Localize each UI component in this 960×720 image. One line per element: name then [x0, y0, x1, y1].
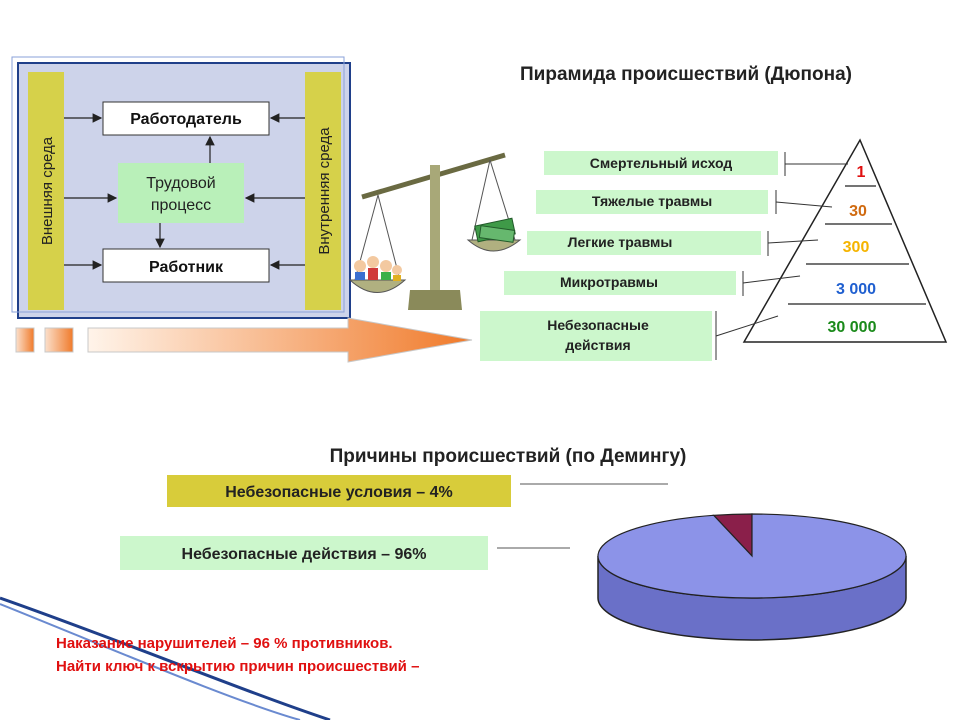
- work-process-box: [118, 163, 244, 223]
- people-group-icon: [354, 256, 402, 281]
- label-severe: Тяжелые травмы: [592, 193, 712, 209]
- internal-env-label: Внутренняя среда: [316, 127, 333, 255]
- pyramid-dividers: [788, 185, 926, 305]
- footer-line-1: Наказание нарушителей – 96 % противников…: [56, 635, 393, 652]
- footer-line-2: Найти ключ к вскрытию причин происшестви…: [56, 658, 419, 675]
- pyramid-value-5: 30 000: [828, 319, 877, 336]
- unsafe-conditions-box: [167, 475, 511, 507]
- label-unsafe-1: Небезопасные: [547, 317, 649, 333]
- pie-slice-2: [597, 513, 907, 599]
- money-stack-icon: [474, 217, 516, 243]
- internal-env-bar: [305, 72, 341, 310]
- flow-arrows: [64, 113, 305, 270]
- employer-box: [102, 101, 270, 136]
- pyramid-value-1: 1: [857, 164, 866, 181]
- pyramid-value-2: 30: [849, 203, 867, 220]
- pyramid-value-3: 300: [843, 239, 870, 256]
- pyramid-labels: Смертельный исход Тяжелые травмы Легкие …: [480, 151, 778, 361]
- external-env-label: Внешняя среда: [39, 136, 56, 245]
- worker-box: [102, 248, 270, 283]
- deming-pie-chart: [597, 513, 907, 641]
- label-box-severe: [536, 190, 768, 214]
- employer-label: Работодатель: [130, 111, 242, 128]
- label-fatal: Смертельный исход: [590, 155, 733, 171]
- work-process-label-2: процесс: [151, 197, 211, 214]
- work-system-diagram: Внешняя среда Внутренняя среда Работодат…: [11, 56, 351, 319]
- deming-title: Причины происшествий (по Демингу): [330, 446, 687, 467]
- pyramid-title: Пирамида происшествий (Дюпона): [520, 64, 852, 85]
- external-env-bar: [28, 72, 64, 310]
- label-box-unsafe: [480, 311, 712, 361]
- label-light: Легкие травмы: [568, 234, 673, 250]
- label-box-micro: [504, 271, 736, 295]
- unsafe-conditions-label: Небезопасные условия – 4%: [225, 484, 453, 501]
- system-frame-shadow: [11, 56, 345, 313]
- label-box-light: [527, 231, 761, 255]
- unsafe-actions-label: Небезопасные действия – 96%: [182, 546, 427, 563]
- label-box-fatal: [544, 151, 778, 175]
- label-micro: Микротравмы: [560, 274, 658, 290]
- label-unsafe-2: действия: [565, 337, 630, 353]
- unsafe-actions-box: [120, 536, 488, 570]
- pyramid-value-4: 3 000: [836, 281, 876, 298]
- decorative-corner-lines: [0, 596, 331, 720]
- pyramid-connectors: [715, 152, 848, 360]
- orange-arrow: [15, 317, 473, 363]
- worker-label: Работник: [149, 259, 224, 276]
- work-process-label-1: Трудовой: [146, 175, 215, 192]
